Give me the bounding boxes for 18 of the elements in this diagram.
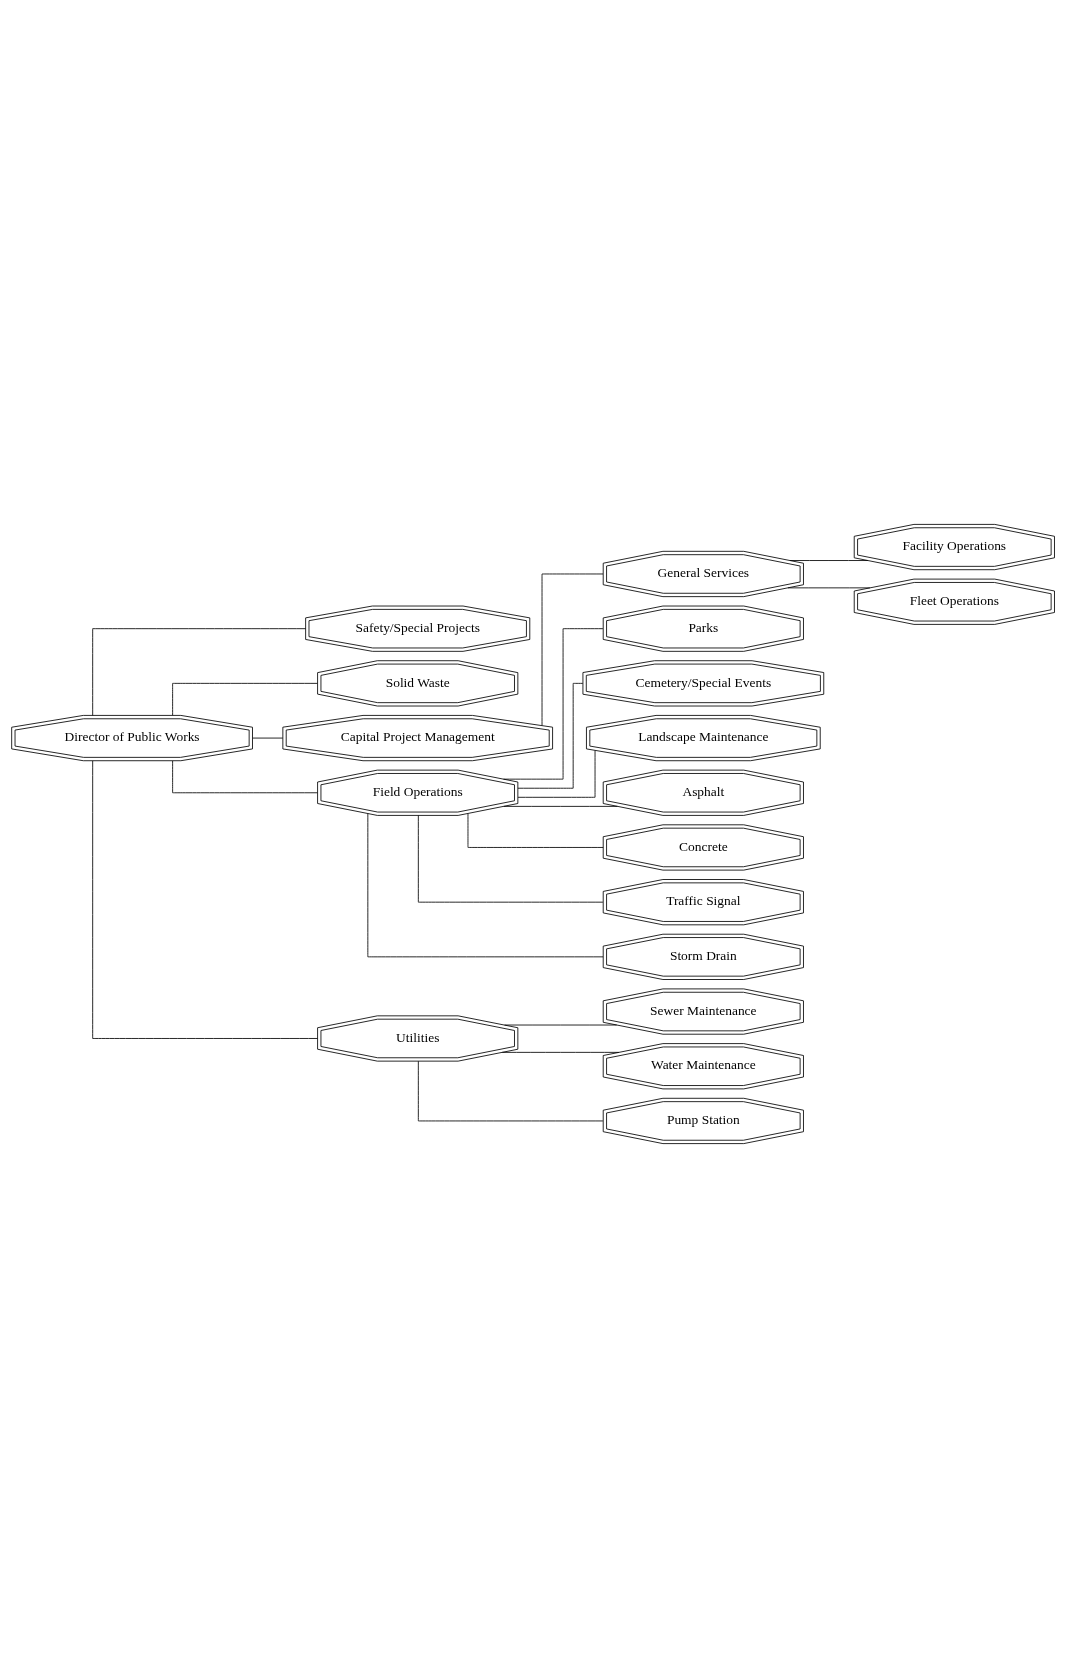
connector — [787, 587, 871, 589]
connector — [92, 628, 307, 716]
connector — [172, 760, 318, 794]
connector — [501, 1051, 620, 1053]
connector — [789, 560, 869, 561]
connector — [541, 573, 604, 726]
connector — [503, 805, 618, 807]
connector — [517, 682, 584, 789]
connector — [503, 628, 604, 780]
connector — [417, 1060, 604, 1122]
connector — [252, 737, 284, 739]
connector — [92, 760, 318, 1039]
connector — [504, 1024, 618, 1026]
connector — [367, 813, 604, 958]
connector — [467, 813, 604, 848]
connector — [172, 682, 318, 716]
connector — [417, 815, 604, 903]
connector — [517, 750, 596, 798]
